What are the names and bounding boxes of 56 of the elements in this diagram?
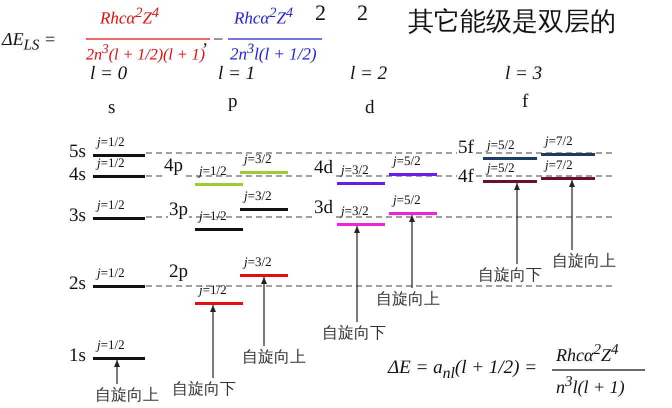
orbital-letter: d (365, 98, 374, 119)
formula-denominator: n$^{3}$l(l + 1) (556, 374, 625, 398)
arrow (514, 183, 520, 264)
digit-text: 2 (357, 1, 368, 26)
level-name: 3d (313, 198, 334, 219)
arrow (354, 226, 360, 322)
annotation-text: 自旋向上 (95, 385, 159, 404)
level-label: j=1/2 (97, 266, 125, 279)
level-name: 4d (313, 158, 334, 179)
arrow (409, 215, 415, 288)
annotation-text: 自旋向上 (552, 251, 616, 270)
level-label: j=3/2 (244, 189, 272, 202)
level-label: j=1/2 (199, 283, 227, 296)
orbital-letter: p (228, 92, 238, 113)
level-label: j=1/2 (199, 164, 227, 177)
formula-denominator: 2n$^{3}$l(l + 1/2) (230, 42, 317, 64)
level-label: j=1/2 (97, 135, 125, 148)
arrow (114, 360, 120, 384)
formula-text: , − (203, 30, 224, 49)
level-name: 3p (168, 200, 189, 221)
annotation-text: 自旋向下 (322, 323, 386, 342)
annotation-text: 自旋向上 (376, 289, 440, 308)
level-label: j=1/2 (97, 198, 125, 211)
arrow (569, 180, 575, 250)
formula-numerator: Rhcα$^{2}$Z$^{4}$ (100, 6, 159, 28)
arrow (210, 305, 216, 378)
level-label: j=3/2 (341, 204, 369, 217)
level-label: j=1/2 (97, 156, 125, 169)
annotation-text: 自旋向下 (172, 379, 236, 398)
orbital-letter: s (108, 98, 116, 119)
orbital-letter: f (522, 92, 528, 113)
level-label: j=3/2 (341, 163, 369, 176)
formula-text: ΔE$_{LS}$ = (2, 30, 56, 54)
level-label: j=1/2 (97, 338, 125, 351)
level-label: j=3/2 (244, 255, 272, 268)
formula-numerator: Rhcα$^{2}$Z$^{4}$ (556, 342, 618, 366)
arrow (261, 277, 267, 346)
level-label: j=5/2 (487, 138, 515, 151)
level-label: j=7/2 (545, 158, 573, 171)
annotation-text: 自旋向上 (242, 347, 306, 366)
quantum-number: l = 0 (90, 64, 128, 85)
annotation-text: 自旋向下 (478, 265, 542, 284)
level-name: 4p (163, 156, 184, 177)
level-label: j=7/2 (545, 134, 573, 147)
heading-text: 其它能级是双层的 (408, 8, 616, 37)
level-label: j=5/2 (393, 154, 421, 167)
formula-text: ΔE = a$_{nl}$(l + 1/2) = (388, 358, 538, 382)
quantum-number: l = 2 (350, 64, 388, 85)
level-label: j=5/2 (393, 193, 421, 206)
formula-numerator: Rhcα$^{2}$Z$^{4}$ (234, 6, 293, 28)
quantum-number: l = 3 (505, 64, 542, 85)
quantum-number: l = 1 (218, 64, 256, 85)
level-name: 2p (168, 262, 189, 283)
level-label: j=3/2 (244, 152, 272, 165)
digit-text: 2 (315, 1, 326, 26)
level-label: j=5/2 (487, 161, 515, 174)
